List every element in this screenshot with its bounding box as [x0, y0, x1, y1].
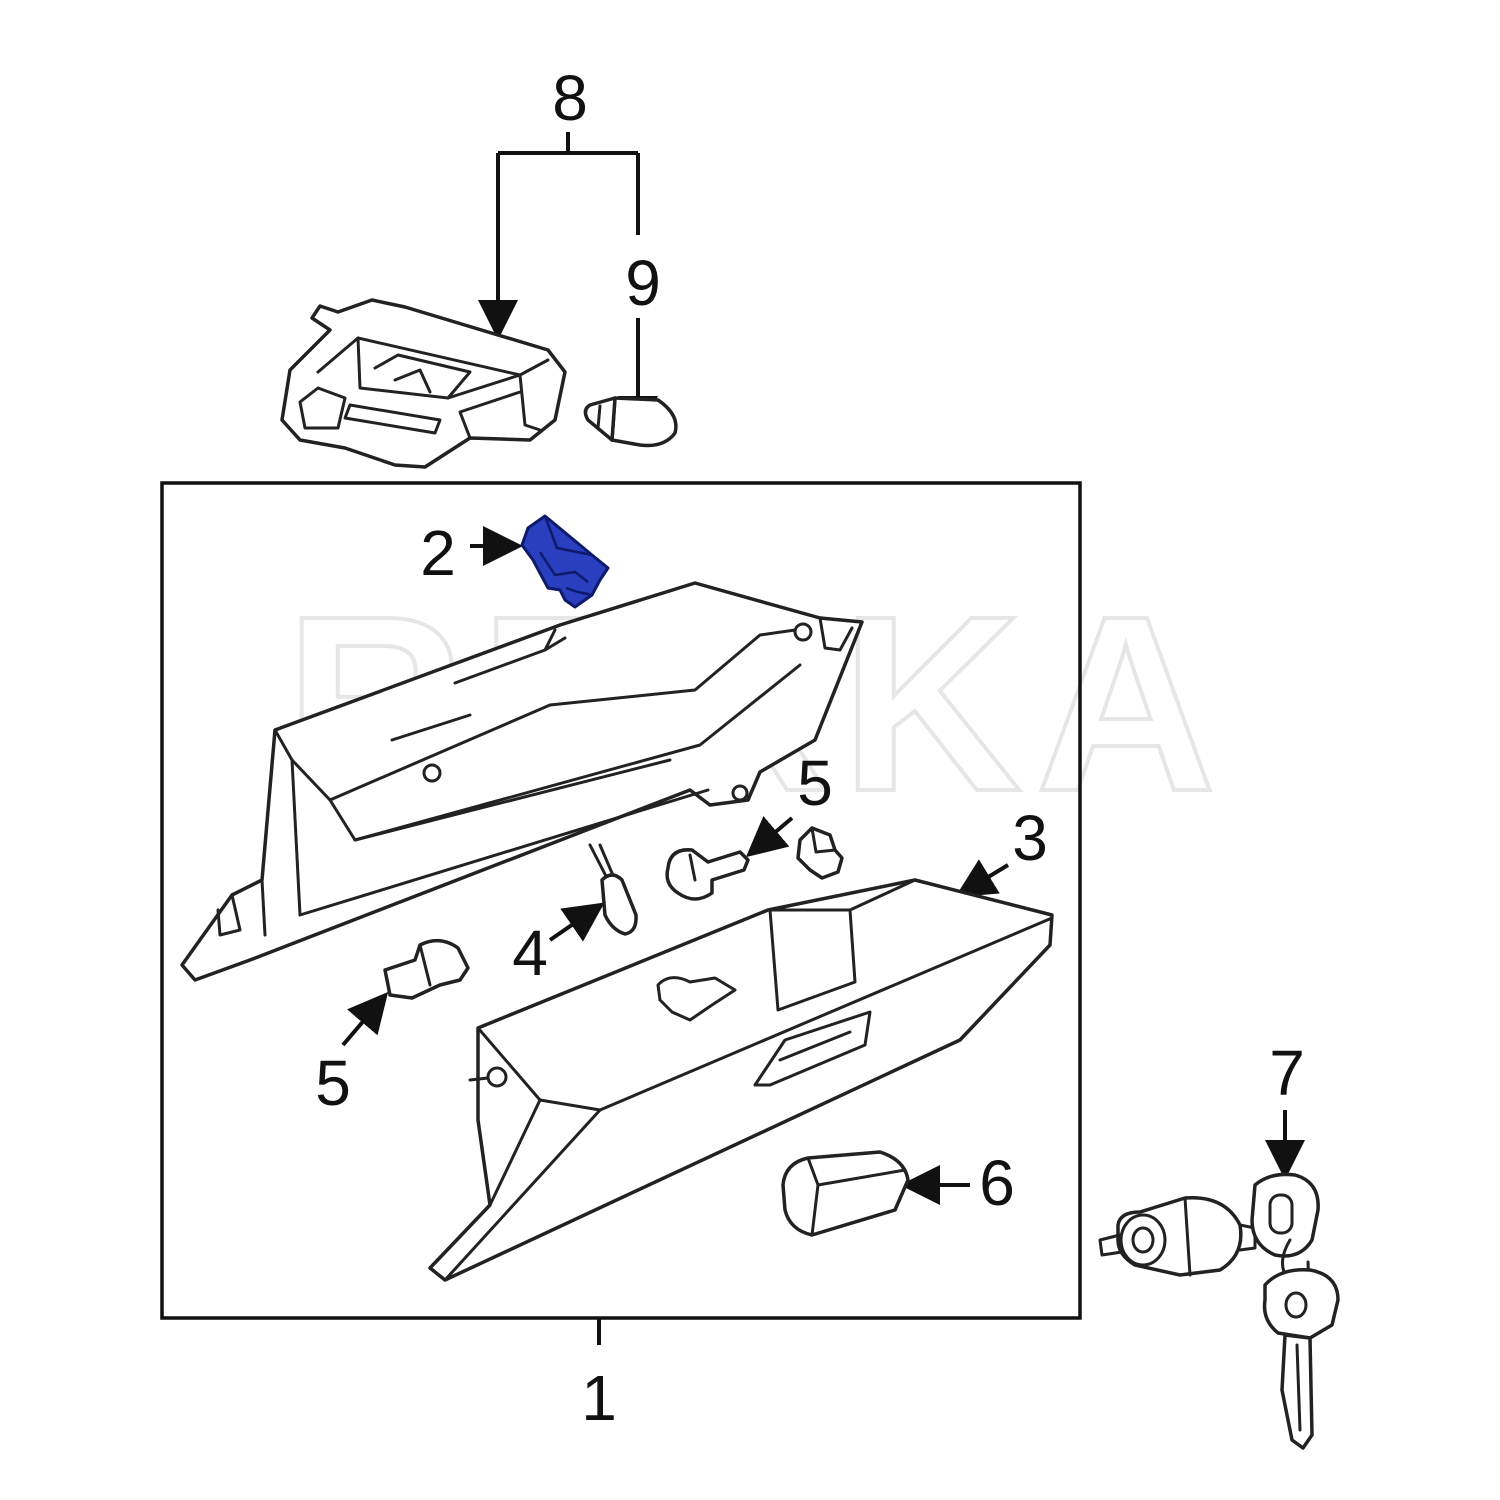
callout-7[interactable]: 7: [1269, 1037, 1305, 1109]
leader-line-5-lower: [341, 991, 389, 1047]
callout-5-lower[interactable]: 5: [315, 1047, 351, 1119]
callout-1[interactable]: 1: [581, 1362, 617, 1434]
highlighted-clip-part: [520, 514, 610, 609]
bracket-8: [498, 132, 640, 235]
assembly-box: [160, 481, 1082, 1320]
leader-line-4: [548, 902, 605, 942]
lock-cylinder-part: [1098, 1195, 1257, 1277]
key-upper: [1250, 1172, 1320, 1258]
bumper-part: [781, 1150, 910, 1237]
inner-panel-part: [180, 581, 864, 982]
callout-6[interactable]: 6: [979, 1147, 1015, 1219]
lamp-housing-part: [280, 298, 567, 469]
key-lower: [1262, 1268, 1340, 1450]
damper-part: [588, 843, 638, 936]
callout-4[interactable]: 4: [512, 917, 548, 989]
glove-box-part: [428, 878, 1054, 1282]
bolt-lower-part: [383, 938, 470, 1000]
screw-upper-part: [665, 848, 750, 901]
clip-nut-part: [796, 826, 844, 880]
leader-line-5-upper: [745, 816, 794, 858]
callout-5-upper[interactable]: 5: [797, 747, 833, 819]
callout-3[interactable]: 3: [1012, 802, 1048, 874]
bulb-part: [583, 396, 678, 448]
leader-line-3: [955, 859, 1010, 898]
callout-2[interactable]: 2: [420, 517, 456, 589]
callout-9[interactable]: 9: [625, 247, 661, 319]
callout-8[interactable]: 8: [552, 62, 588, 134]
